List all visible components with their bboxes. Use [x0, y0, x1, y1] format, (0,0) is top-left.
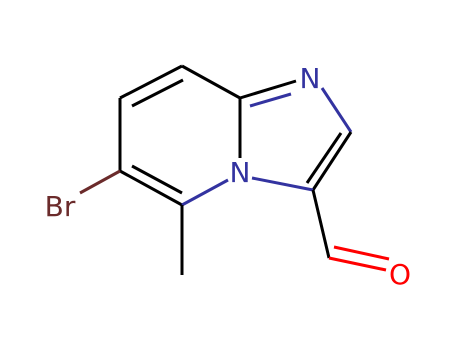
bond-c2-c3 [311, 131, 353, 191]
bond-c1-c2 [119, 64, 183, 100]
bond-cho-o-second [333, 245, 390, 261]
bond-c3-cho [311, 189, 331, 259]
bond-c1-c2-inner [131, 78, 184, 108]
atom-label-n-bridgehead: N [230, 156, 251, 189]
bond-c8a-n1-inner [249, 92, 292, 108]
atom-label-bromine: Br [45, 190, 76, 223]
bond-c5-n4 [181, 178, 229, 207]
bond-c6-c5-inner [131, 164, 183, 195]
bond-c2-c8a [181, 64, 241, 100]
bond-c6-br [79, 169, 121, 195]
bond-c3-n4 [251, 176, 314, 192]
bond-c8a-n1 [239, 79, 297, 100]
bond-n1-c2 [320, 87, 353, 133]
bond-cho-o [328, 256, 387, 272]
atom-label-n-imine: N [300, 62, 321, 95]
atom-label-oxygen: O [389, 258, 411, 291]
bond-c2-c3-inner [305, 132, 343, 184]
bond-c6-c5 [119, 169, 183, 207]
